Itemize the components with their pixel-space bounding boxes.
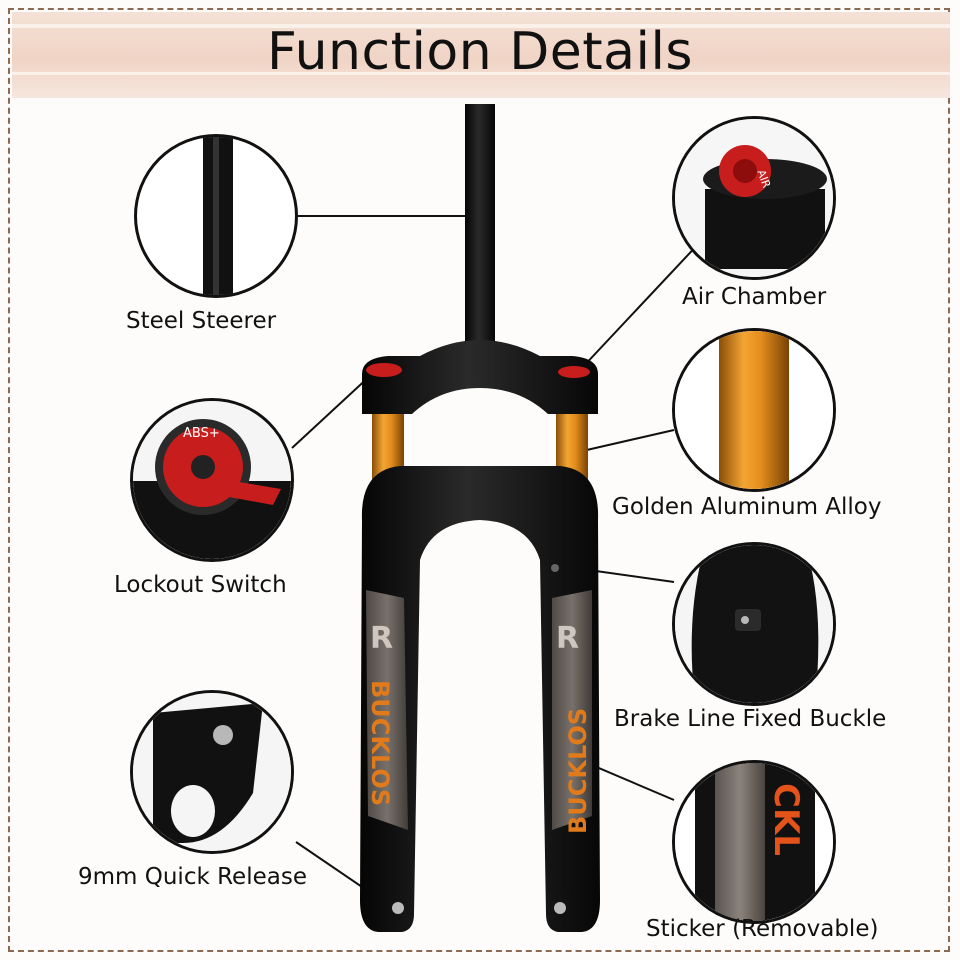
label-quick-release: 9mm Quick Release	[78, 864, 307, 890]
right-logo-mark: R	[556, 621, 579, 656]
quick-release-detail-circle	[130, 690, 294, 854]
brake-buckle-detail-image	[675, 545, 833, 703]
label-brake-buckle: Brake Line Fixed Buckle	[614, 706, 887, 732]
connector-golden	[577, 429, 675, 453]
abs-knob-text: ABS+	[183, 426, 220, 441]
left-lower-panel	[366, 590, 408, 830]
steerer-detail-image	[203, 137, 233, 295]
golden-alloy-detail-image	[675, 331, 833, 489]
label-golden-alloy: Golden Aluminum Alloy	[612, 494, 882, 520]
brand-text-left: BUCKLOS	[366, 680, 394, 806]
lockout-detail-circle: ABS+	[130, 398, 294, 562]
right-lower-panel	[552, 590, 592, 830]
banner-stripe	[12, 24, 950, 28]
label-steel-steerer: Steel Steerer	[126, 308, 277, 334]
page-title: Function Details	[267, 22, 693, 82]
title-banner	[12, 12, 950, 98]
connector-air	[579, 239, 703, 371]
label-lockout-switch: Lockout Switch	[114, 572, 287, 598]
brake-buckle-detail-circle	[672, 542, 836, 706]
label-air-chamber: Air Chamber	[682, 284, 827, 310]
lockout-knob	[366, 363, 402, 377]
sticker-detail-image: CKL	[675, 763, 833, 921]
steerer-detail-circle	[134, 134, 298, 298]
right-dropout	[554, 902, 566, 914]
sticker-detail-circle: CKL	[672, 760, 836, 924]
left-dropout	[392, 902, 404, 914]
connector-lockout	[291, 373, 373, 449]
air-chamber-detail-circle: AIR	[672, 116, 836, 280]
buckle-bolt	[551, 564, 559, 572]
dashed-frame	[8, 8, 950, 952]
lockout-detail-image: ABS+	[133, 401, 291, 559]
left-logo-mark: R	[370, 621, 393, 656]
banner-stripe	[12, 72, 950, 75]
quick-release-detail-image	[133, 693, 291, 851]
air-knob-text: AIR	[754, 168, 773, 190]
label-sticker: Sticker (Removable)	[646, 916, 879, 942]
sticker-brand-fragment: CKL	[766, 783, 806, 856]
fork-crown	[362, 340, 598, 414]
steerer-tube	[465, 104, 495, 360]
golden-alloy-detail-circle	[672, 328, 836, 492]
brand-text-right: BUCKLOS	[564, 708, 592, 834]
air-chamber-detail-image: AIR	[675, 119, 833, 277]
air-cap	[558, 366, 590, 378]
